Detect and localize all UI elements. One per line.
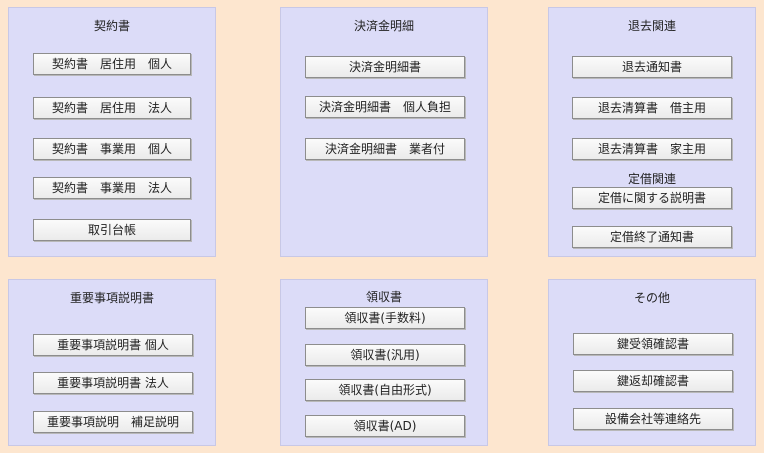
- panel-receipt: 領収書 領収書(手数料) 領収書(汎用) 領収書(自由形式) 領収書(AD): [280, 279, 488, 446]
- panel-title-receipt: 領収書: [365, 290, 402, 304]
- contract-residential-individual-button[interactable]: 契約書 居住用 個人: [33, 53, 191, 75]
- panel-title-disclosure: 重要事項説明書: [69, 291, 154, 305]
- panel-title-other: その他: [633, 291, 670, 305]
- disclosure-supplement-button[interactable]: 重要事項説明 補足説明: [33, 411, 193, 433]
- settlement-statement-agent-button[interactable]: 決済金明細書 業者付: [305, 138, 465, 160]
- panel-disclosure: 重要事項説明書 重要事項説明書 個人 重要事項説明書 法人 重要事項説明 補足説…: [8, 279, 216, 446]
- equipment-company-contacts-button[interactable]: 設備会社等連絡先: [573, 408, 733, 430]
- panel-settlement: 決済金明細 決済金明細書 決済金明細書 個人負担 決済金明細書 業者付: [280, 7, 488, 257]
- receipt-general-button[interactable]: 領収書(汎用): [305, 344, 465, 366]
- contract-business-individual-button[interactable]: 契約書 事業用 個人: [33, 138, 191, 160]
- settlement-statement-individual-button[interactable]: 決済金明細書 個人負担: [305, 96, 465, 118]
- receipt-free-form-button[interactable]: 領収書(自由形式): [305, 379, 465, 401]
- panel-title-settlement: 決済金明細: [353, 19, 414, 33]
- receipt-ad-button[interactable]: 領収書(AD): [305, 415, 465, 437]
- moveout-settlement-tenant-button[interactable]: 退去清算書 借主用: [572, 97, 732, 119]
- contract-business-corporate-button[interactable]: 契約書 事業用 法人: [33, 177, 191, 199]
- fixed-term-end-notice-button[interactable]: 定借終了通知書: [572, 226, 732, 248]
- moveout-notice-button[interactable]: 退去通知書: [572, 56, 732, 78]
- disclosure-corporate-button[interactable]: 重要事項説明書 法人: [33, 372, 193, 394]
- settlement-statement-button[interactable]: 決済金明細書: [305, 56, 465, 78]
- contract-residential-corporate-button[interactable]: 契約書 居住用 法人: [33, 97, 191, 119]
- transaction-ledger-button[interactable]: 取引台帳: [33, 219, 191, 241]
- disclosure-individual-button[interactable]: 重要事項説明書 個人: [33, 334, 193, 356]
- key-receipt-confirmation-button[interactable]: 鍵受領確認書: [573, 333, 733, 355]
- panel-other: その他 鍵受領確認書 鍵返却確認書 設備会社等連絡先: [548, 279, 756, 446]
- panel-contract: 契約書 契約書 居住用 個人 契約書 居住用 法人 契約書 事業用 個人 契約書…: [8, 7, 216, 257]
- panel-title-moveout: 退去関連: [627, 19, 676, 33]
- key-return-confirmation-button[interactable]: 鍵返却確認書: [573, 370, 733, 392]
- receipt-fee-button[interactable]: 領収書(手数料): [305, 307, 465, 329]
- panel-title-contract: 契約書: [93, 19, 130, 33]
- fixed-term-explanation-button[interactable]: 定借に関する説明書: [572, 187, 732, 209]
- moveout-settlement-landlord-button[interactable]: 退去清算書 家主用: [572, 138, 732, 160]
- panel-moveout: 退去関連 退去通知書 退去清算書 借主用 退去清算書 家主用 定借関連 定借に関…: [548, 7, 756, 257]
- fixed-term-lease-label: 定借関連: [627, 172, 676, 186]
